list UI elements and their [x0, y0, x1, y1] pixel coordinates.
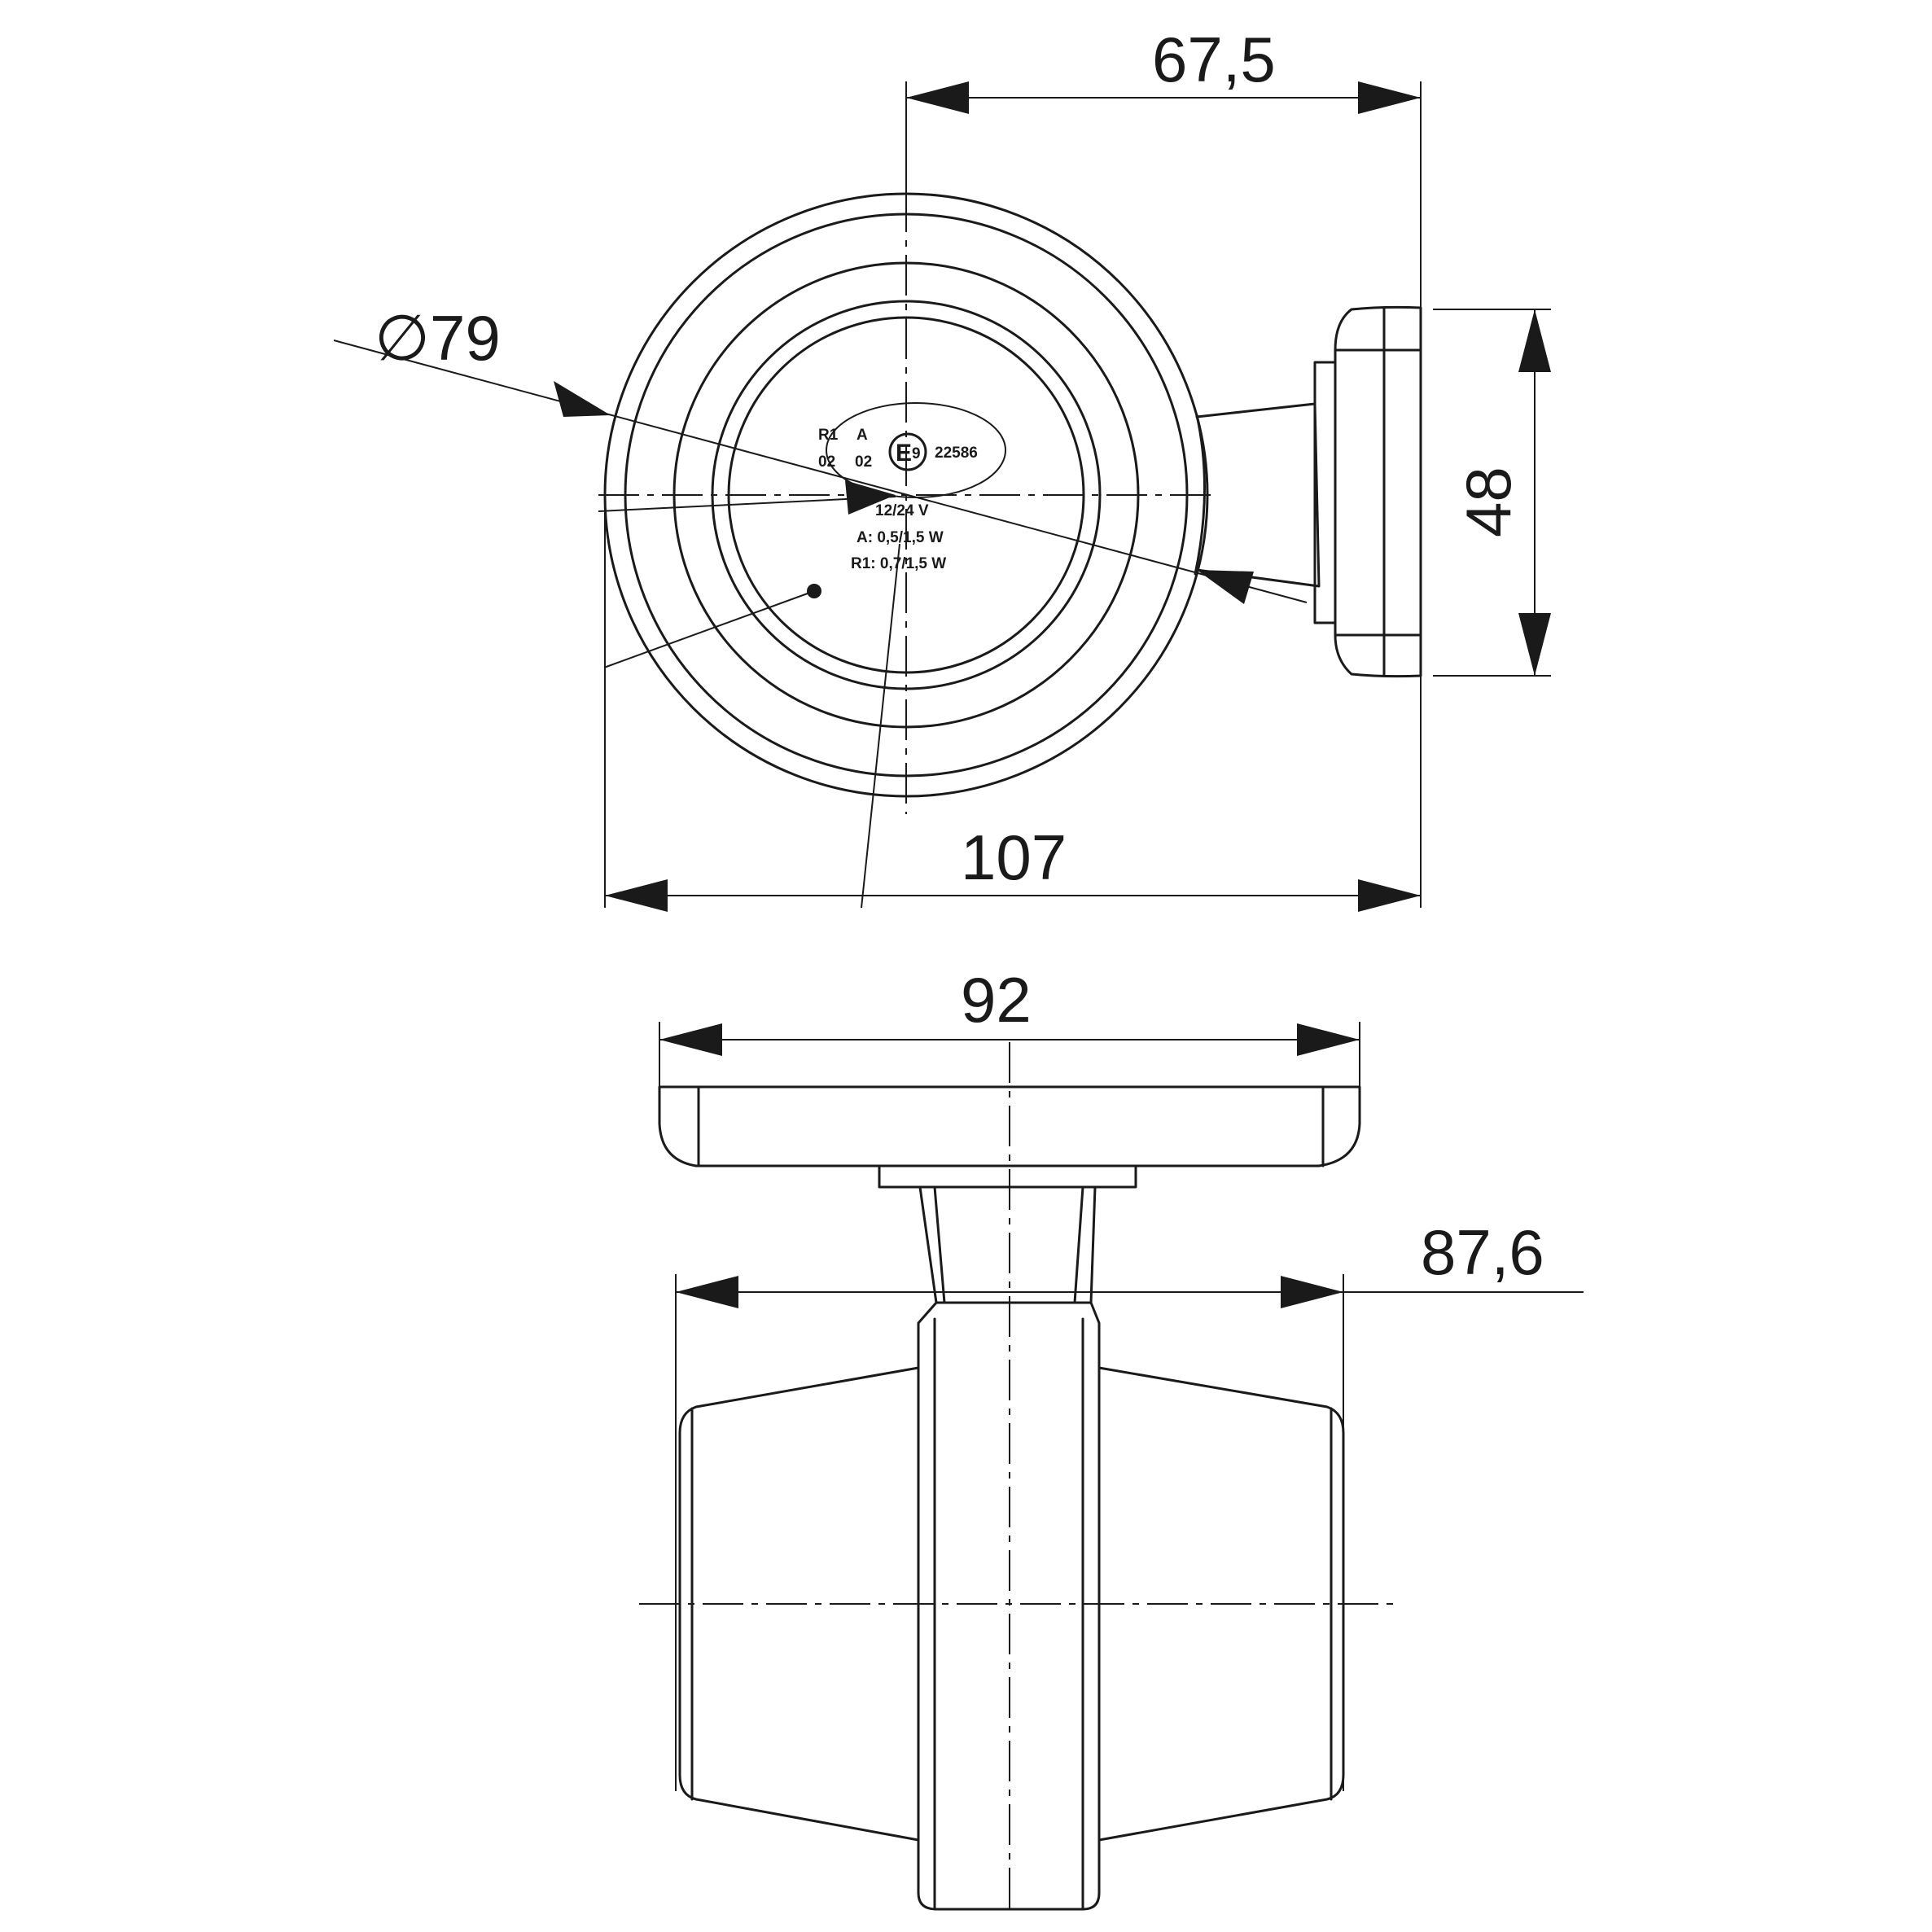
dim-92-arrow-left [659, 1023, 722, 1056]
marking-a: A [856, 427, 868, 444]
diameter-label: ∅79 [375, 302, 501, 374]
diameter-arrow-left [554, 381, 611, 417]
dim-107-arrow-left [605, 879, 668, 912]
dim-92-arrow-right [1297, 1023, 1360, 1056]
mounting-plate-boss [1313, 361, 1337, 624]
dim-48-arrow-top [1518, 309, 1551, 372]
marking-r1-code: 02 [818, 453, 835, 471]
leader-line [603, 590, 815, 668]
dim-87-arrow-left [676, 1276, 738, 1308]
center-leader-arrow [845, 480, 896, 515]
center-leader-line [598, 496, 896, 512]
dim-48-label: 48 [1452, 467, 1524, 537]
approval-mark-country: 9 [912, 445, 921, 462]
marking-a-power: A: 0,5/1,5 W [856, 529, 944, 546]
dim-92-label: 92 [961, 964, 1032, 1036]
front-view: R1 A 02 02 E 9 22586 12/24 V A: 0,5/1,5 … [333, 24, 1551, 912]
mounting-plate [1334, 305, 1422, 678]
approval-mark-circle [888, 432, 927, 471]
arm-neck [1194, 414, 1207, 576]
approval-mark-e: E [896, 440, 912, 467]
marking-r1: R1 [818, 427, 839, 444]
dim-107-label: 107 [961, 821, 1067, 893]
marking-leader-line [861, 543, 900, 909]
dim-67-label: 67,5 [1152, 24, 1276, 95]
marking-voltage: 12/24 V [875, 502, 929, 519]
dim-107-arrow-right [1358, 879, 1421, 912]
diameter-arrow-right [1197, 570, 1254, 604]
base-plate [658, 1085, 1361, 1168]
dim-87-arrow-right [1281, 1276, 1343, 1308]
dim-48-arrow-bottom [1518, 613, 1551, 676]
dim-67-arrow-right [1358, 81, 1421, 114]
dim-87-label: 87,6 [1421, 1216, 1544, 1288]
dim-67-arrow-left [906, 81, 969, 114]
approval-number: 22586 [935, 445, 978, 462]
marking-r1-power: R1: 0,7/1,5 W [851, 555, 946, 572]
neck-edge-left [933, 1185, 946, 1304]
plan-view: 92 87,6 [639, 964, 1584, 1911]
neck [918, 1185, 1097, 1304]
neck-edge-right [1073, 1185, 1084, 1304]
marking-a-code: 02 [855, 453, 872, 471]
mounting-arm [1195, 402, 1321, 588]
diameter-leader-line [333, 340, 1308, 603]
base-boss [878, 1164, 1137, 1189]
